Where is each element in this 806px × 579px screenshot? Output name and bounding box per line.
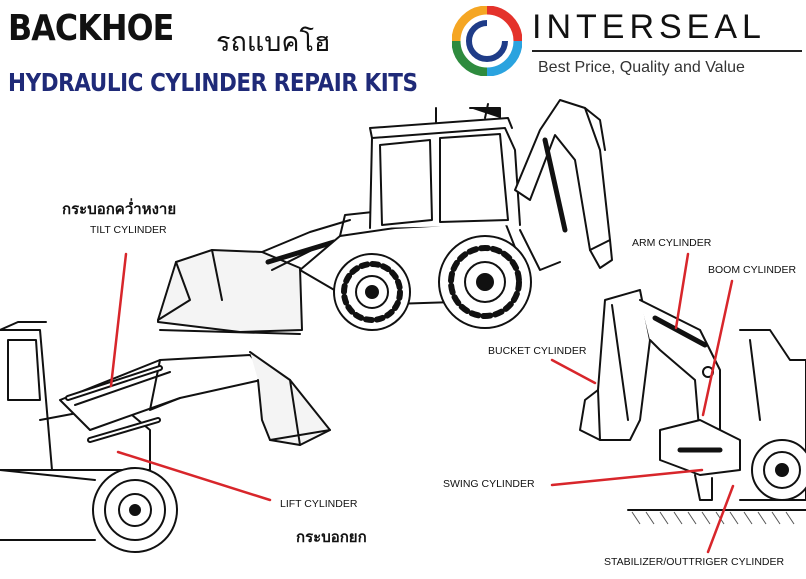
arm-pointer-line bbox=[674, 252, 690, 330]
tilt-cylinder-label: TILT CYLINDER bbox=[90, 224, 167, 236]
lift-cylinder-label: LIFT CYLINDER bbox=[280, 498, 358, 510]
tilt-cylinder-thai-label: กระบอกคว่ำหงาย bbox=[62, 200, 177, 218]
brand-divider bbox=[532, 50, 802, 52]
arm-cylinder-label: ARM CYLINDER bbox=[632, 237, 712, 249]
bucket-pointer-line bbox=[550, 358, 597, 385]
loader-closeup-drawing bbox=[0, 321, 331, 553]
backhoe-closeup-drawing bbox=[579, 289, 806, 511]
swing-cylinder-label: SWING CYLINDER bbox=[443, 478, 535, 490]
page-subtitle: HYDRAULIC CYLINDER REPAIR KITS bbox=[8, 68, 418, 97]
boom-pointer-line bbox=[701, 279, 734, 417]
bucket-cylinder-label: BUCKET CYLINDER bbox=[488, 345, 587, 357]
brand-tagline: Best Price, Quality and Value bbox=[538, 59, 745, 76]
ground-hatch bbox=[631, 511, 795, 525]
tilt-pointer-line bbox=[109, 252, 128, 388]
page-title-thai: รถแบคโฮ bbox=[216, 27, 331, 58]
page-title: BACKHOE bbox=[8, 8, 174, 49]
lift-cylinder-thai-label: กระบอกยก bbox=[296, 528, 367, 546]
lift-pointer-line bbox=[116, 450, 272, 502]
stabilizer-pointer-line bbox=[706, 484, 735, 554]
stabilizer-cylinder-label: STABILIZER/OUTTRIGER CYLINDER bbox=[604, 556, 785, 568]
swing-pointer-line bbox=[550, 468, 704, 487]
boom-cylinder-label: BOOM CYLINDER bbox=[708, 264, 797, 276]
backhoe-main-drawing bbox=[157, 99, 613, 335]
brand-name: INTERSEAL bbox=[532, 8, 766, 46]
interseal-logo-icon bbox=[452, 6, 522, 76]
